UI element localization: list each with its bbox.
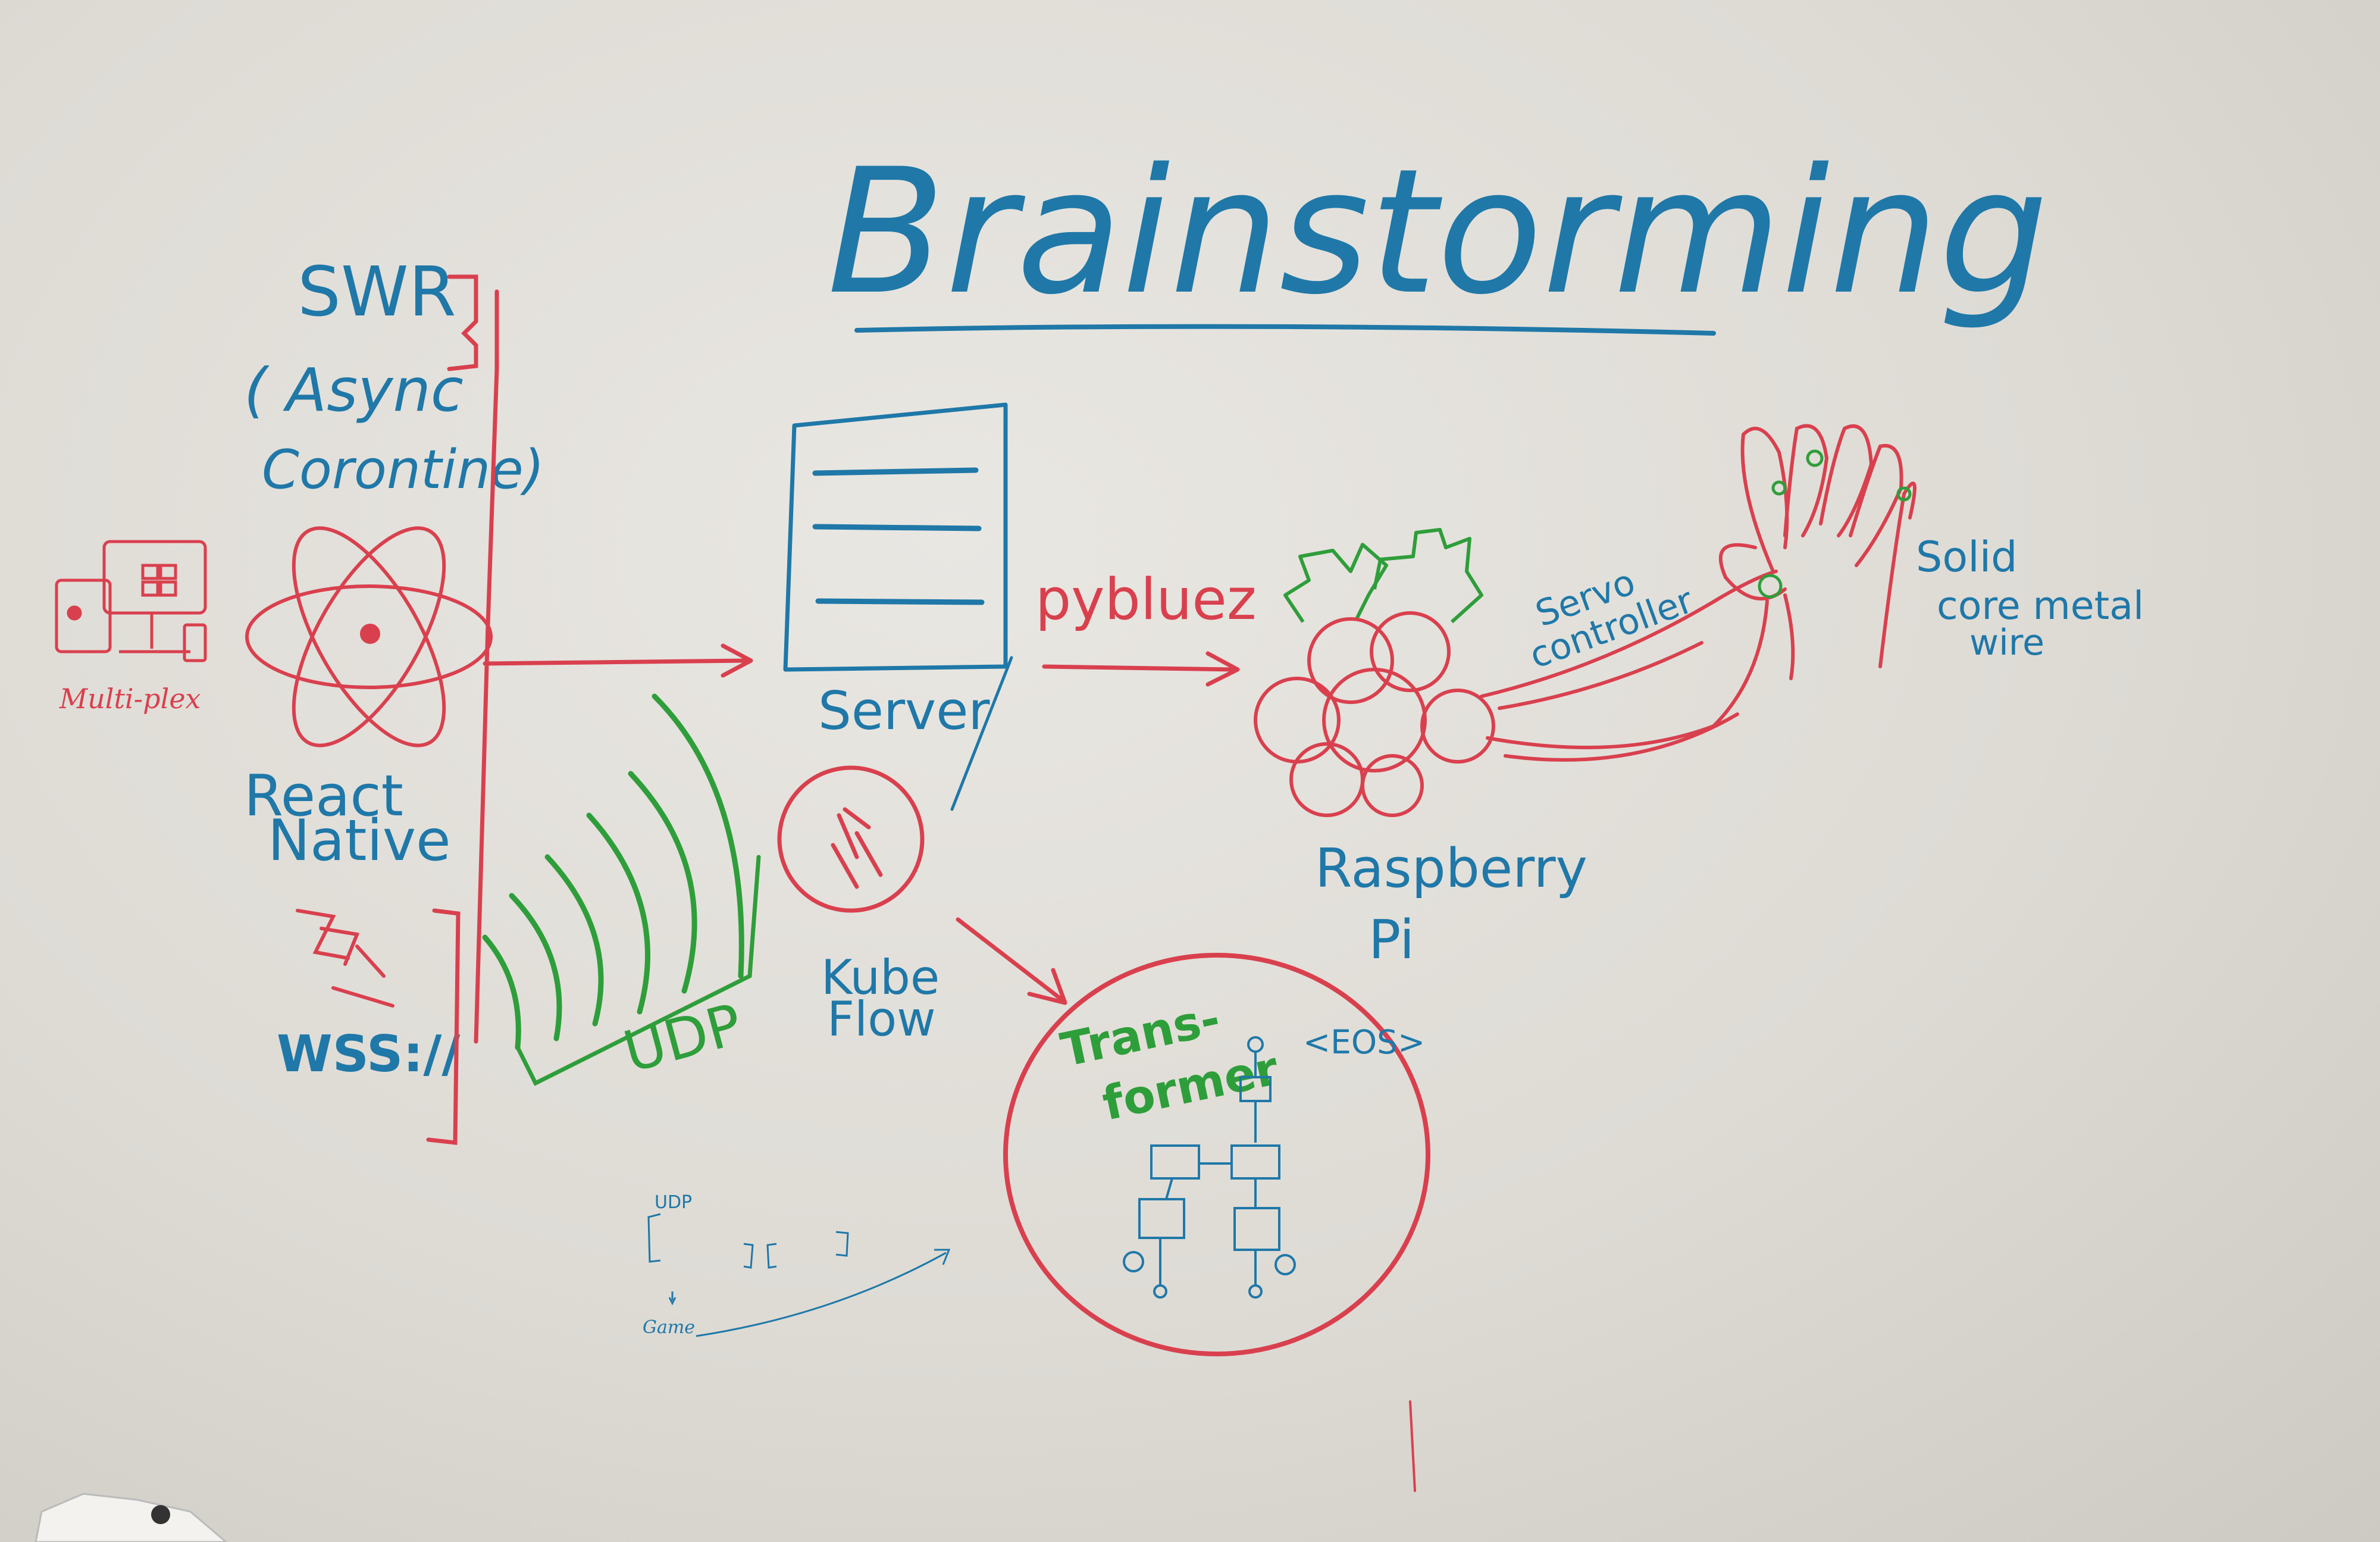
pybluez-label: pybluez — [1035, 567, 1257, 633]
swr-bracket — [447, 274, 478, 371]
kube-to-transformer-arrow — [956, 917, 1067, 1005]
robotic-arm-icon — [1480, 424, 1916, 762]
swr-label: SWR — [298, 252, 456, 332]
raspberry-icon — [1254, 528, 1495, 817]
async-label-line1: ( Async — [244, 355, 464, 425]
client-spine — [474, 289, 499, 1044]
kubeflow-icon — [777, 765, 925, 913]
wire-label-line1: Solid — [1916, 533, 2018, 581]
multiplex-devices-icon — [55, 540, 207, 662]
raspberry-pi-label-line2: Pi — [1368, 909, 1414, 971]
server-to-kube-line — [950, 656, 1013, 811]
wss-label: WSS:// — [277, 1025, 461, 1084]
small-game-label: Game — [643, 1317, 695, 1338]
raspberry-pi-label-line1: Raspberry — [1315, 837, 1587, 900]
transformer-circle — [1003, 953, 1430, 1356]
react-label-line2: Native — [268, 808, 451, 874]
udp-bracket — [515, 855, 761, 1086]
spine-to-server-arrow — [483, 643, 753, 678]
udp-label: UDP — [617, 991, 749, 1086]
pybluez-arrow — [1042, 651, 1240, 687]
wire-label-line2: core metal — [1937, 584, 2144, 628]
eraser-icon — [35, 1493, 228, 1542]
kubeflow-label-line2: Flow — [827, 991, 936, 1047]
multiplex-label: Multi-plex — [59, 683, 201, 715]
wifi-signal-icon — [482, 693, 744, 1050]
transformer-diagram-icon — [1123, 1036, 1296, 1299]
title-underline — [854, 324, 1716, 336]
wss-bracket — [426, 908, 461, 1145]
socket-icon — [296, 909, 394, 1008]
async-label-line2: Corontine) — [262, 439, 544, 501]
kubeflow-label-line1: Kube — [821, 950, 940, 1005]
stray-mark — [1409, 1400, 1416, 1492]
page-title: Brainstorming — [827, 132, 2049, 333]
wire-label-line3: wire — [1969, 622, 2044, 664]
small-udp-label: UDP — [654, 1192, 692, 1213]
joint-markers — [1758, 449, 1912, 599]
small-sketch — [647, 1213, 951, 1337]
server-icon — [783, 402, 1008, 672]
eos-label: <EOS> — [1303, 1023, 1425, 1061]
server-label: Server — [818, 680, 990, 742]
react-atom-icon — [245, 526, 493, 747]
react-label-line1: React — [244, 764, 403, 829]
